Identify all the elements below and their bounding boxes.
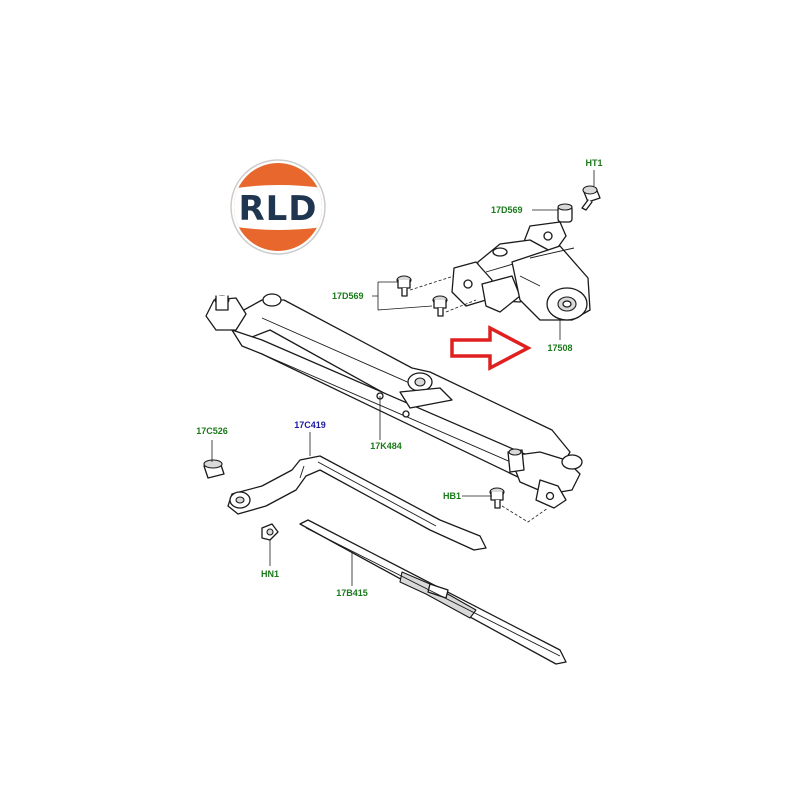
- bolts-17D569-left: [396, 275, 477, 317]
- logo-text: RLD: [238, 189, 317, 229]
- wiper-linkage-17K484: [205, 293, 583, 509]
- wiper-arm-17C419: [227, 455, 487, 551]
- callout-labels: HT1 17D569 17D569 17508 17K484 17C526 17…: [196, 158, 602, 598]
- callout-17C419: 17C419: [294, 420, 326, 430]
- leader-lines: [211, 170, 595, 586]
- callout-17508: 17508: [547, 343, 572, 353]
- wiper-blade-17B415: [299, 519, 567, 665]
- bolt-HB1: [489, 487, 549, 523]
- callout-17D569-top: 17D569: [491, 205, 523, 215]
- callout-17D569-left: 17D569: [332, 291, 364, 301]
- cap-17C526: [203, 459, 225, 479]
- red-outline-right-arrow-icon: [450, 325, 532, 371]
- callout-17B415: 17B415: [336, 588, 368, 598]
- bolt-HT1: [581, 185, 601, 211]
- callout-hn1: HN1: [261, 569, 279, 579]
- nut-HN1: [261, 523, 279, 541]
- callout-17K484: 17K484: [370, 441, 402, 451]
- rld-logo: RLD: [230, 159, 326, 255]
- callout-17C526: 17C526: [196, 426, 228, 436]
- callout-hb1: HB1: [443, 491, 461, 501]
- callout-ht1: HT1: [585, 158, 602, 168]
- grommet-17D569-top: [557, 203, 573, 223]
- wiper-motor-17508: [451, 221, 591, 321]
